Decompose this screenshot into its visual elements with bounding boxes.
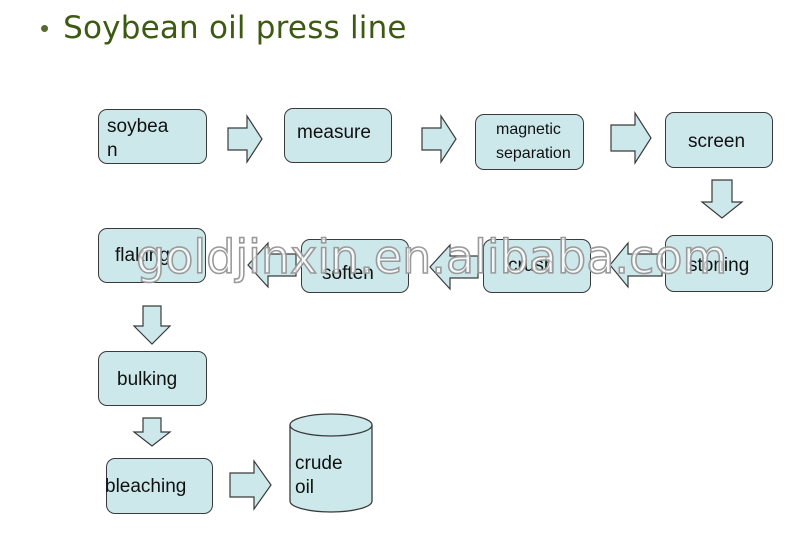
- slide-title: • Soybean oil press line: [40, 8, 407, 48]
- step-measure-label: measure: [297, 122, 371, 143]
- step-soften-label: soften: [322, 263, 374, 284]
- arrow-bulking-bleaching: [132, 417, 172, 447]
- step-magnetic-label: magnetic separation: [496, 121, 571, 162]
- arrow-soften-flaking: [247, 241, 297, 289]
- step-magnetic-separation: magnetic separation: [475, 114, 584, 170]
- step-bleaching-label: bleaching: [105, 476, 187, 497]
- step-screen-label: screen: [688, 131, 746, 152]
- step-soybean: soybea n: [98, 109, 207, 164]
- step-bulking: bulking: [98, 351, 207, 406]
- arrow-measure-magnetic: [421, 113, 457, 165]
- arrow-flaking-bulking: [132, 305, 172, 345]
- arrow-soybean-measure: [227, 113, 263, 165]
- bullet-marker: •: [40, 13, 50, 43]
- step-stoning-label: stoning: [688, 255, 750, 276]
- step-screen: screen: [665, 112, 773, 168]
- step-bleaching: bleaching: [105, 458, 213, 514]
- step-stoning: stoning: [665, 235, 773, 292]
- step-crush-label: crush: [508, 255, 555, 276]
- crude-oil-label: crude oil: [295, 453, 343, 498]
- step-bulking-label: bulking: [117, 369, 178, 390]
- arrow-magnetic-screen: [610, 110, 652, 166]
- arrow-screen-stoning: [700, 179, 744, 219]
- step-flaking-label: flaking: [115, 245, 170, 266]
- watermark-text: goldjinxin.en.alibaba.com: [135, 229, 728, 285]
- step-flaking: flaking: [98, 228, 206, 283]
- arrow-crush-soften: [429, 243, 479, 291]
- arrow-stoning-crush: [609, 241, 663, 289]
- title-text: Soybean oil press line: [63, 10, 407, 46]
- step-soybean-label: soybea n: [107, 116, 169, 161]
- step-crush: crush: [483, 239, 591, 293]
- crude-oil-tank: [289, 413, 373, 513]
- arrow-bleaching-crude-oil: [229, 459, 272, 511]
- step-measure: measure: [284, 108, 392, 163]
- step-soften: soften: [301, 239, 409, 293]
